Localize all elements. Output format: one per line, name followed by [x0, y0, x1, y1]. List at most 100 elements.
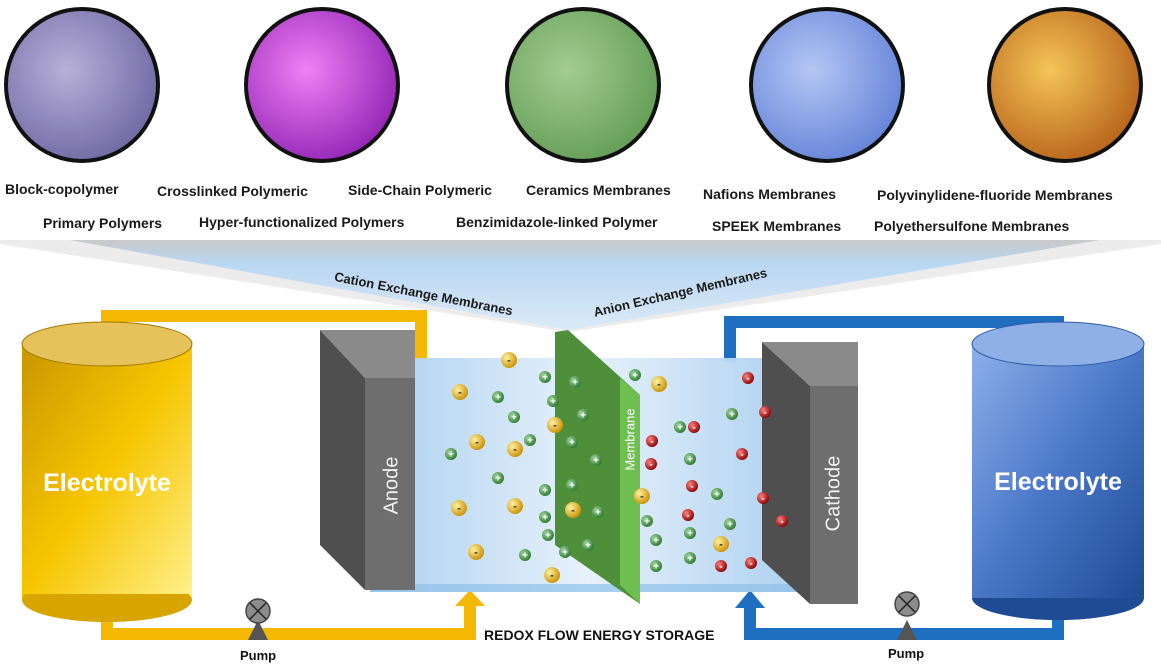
ion-anion-yellow: -	[501, 352, 517, 368]
ion-anion-red-dot	[757, 492, 769, 504]
ion-anion-yellow-dot	[547, 417, 563, 433]
ion-cation-green-dot	[547, 395, 559, 407]
label-pes: Polyethersulfone Membranes	[874, 218, 1070, 234]
label-benzimidazole: Benzimidazole-linked Polymer	[456, 214, 658, 230]
ion-anion-red-dot	[686, 480, 698, 492]
ion-cation-green-dot	[641, 515, 653, 527]
ion-cation-green: +	[539, 371, 551, 384]
label-speek: SPEEK Membranes	[712, 218, 842, 234]
ion-cation-green-dot	[566, 436, 578, 448]
label-pump-left: Pump	[240, 648, 277, 663]
ion-anion-red: -	[688, 421, 700, 434]
ion-cation-green: +	[569, 376, 581, 389]
ion-anion-yellow-sign: -	[513, 501, 517, 513]
ion-cation-green: +	[650, 534, 662, 547]
sample-block-copolymer	[4, 7, 160, 163]
ion-cation-green-dot	[492, 472, 504, 484]
sample-crosslinked	[244, 7, 400, 163]
ion-cation-green-sign: +	[593, 456, 599, 467]
membrane-plate	[555, 330, 640, 604]
ion-cation-green-dot	[724, 518, 736, 530]
ion-anion-red: -	[736, 448, 748, 461]
ion-cation-green: +	[684, 552, 696, 565]
ion-cation-green: +	[726, 408, 738, 421]
ion-anion-red: -	[776, 515, 788, 528]
ion-cation-green-sign: +	[542, 513, 548, 524]
ion-cation-green: +	[445, 448, 457, 461]
ion-cation-green-sign: +	[562, 548, 568, 559]
ion-anion-red-dot	[736, 448, 748, 460]
ion-cation-green: +	[519, 549, 531, 562]
ion-cation-green-dot	[592, 506, 604, 518]
ion-anion-yellow-sign: -	[553, 420, 557, 432]
ion-anion-yellow: -	[651, 376, 667, 392]
ion-cation-green: +	[590, 454, 602, 467]
ion-cation-green: +	[684, 527, 696, 540]
ion-cation-green-dot	[650, 534, 662, 546]
ion-anion-yellow-dot	[651, 376, 667, 392]
ion-cation-green-sign: +	[714, 490, 720, 501]
ion-anion-yellow: -	[547, 417, 563, 433]
ion-cation-green-sign: +	[687, 455, 693, 466]
ion-anion-red-dot	[682, 509, 694, 521]
ion-cation-green: +	[641, 515, 653, 528]
ion-cation-green-dot	[684, 552, 696, 564]
ion-anion-red-dot	[742, 372, 754, 384]
ion-anion-yellow-dot	[469, 434, 485, 450]
ion-cation-green-sign: +	[653, 536, 659, 547]
ion-cation-green: +	[582, 539, 594, 552]
ion-anion-red: -	[759, 406, 771, 419]
tank-left	[21, 321, 193, 622]
ion-cation-green-sign: +	[632, 371, 638, 382]
ion-cation-green: +	[592, 506, 604, 519]
ion-cation-green-sign: +	[545, 531, 551, 542]
ion-anion-yellow-sign: -	[513, 444, 517, 456]
ion-cation-green-dot	[539, 371, 551, 383]
ion-anion-red: -	[686, 480, 698, 493]
anode-block	[320, 330, 415, 590]
ion-anion-red-dot	[646, 435, 658, 447]
ion-anion-yellow: -	[507, 441, 523, 457]
ion-cation-green-sign: +	[585, 541, 591, 552]
sample-nafion	[749, 7, 905, 163]
ion-cation-green-sign: +	[595, 508, 601, 519]
ion-cation-green-sign: +	[550, 397, 556, 408]
ion-cation-green-sign: +	[569, 438, 575, 449]
ion-anion-red-sign: -	[719, 562, 722, 573]
ion-cation-green-dot	[519, 549, 531, 561]
label-membrane: Membrane	[622, 408, 638, 471]
ion-anion-yellow-dot	[451, 500, 467, 516]
ion-anion-red: -	[682, 509, 694, 522]
ion-anion-red-sign: -	[686, 511, 689, 522]
label-pump-right: Pump	[888, 646, 925, 661]
ion-cation-green-sign: +	[495, 474, 501, 485]
ion-cation-green-dot	[539, 511, 551, 523]
ion-anion-yellow-sign: -	[657, 379, 661, 391]
ion-cation-green-dot	[524, 434, 536, 446]
ion-anion-red-sign: -	[761, 494, 764, 505]
ion-anion-yellow-dot	[501, 352, 517, 368]
ion-anion-red-sign: -	[749, 559, 752, 570]
ion-cation-green-dot	[650, 560, 662, 572]
ion-anion-yellow-dot	[507, 498, 523, 514]
ion-anion-yellow-dot	[452, 384, 468, 400]
ion-cation-green-sign: +	[677, 423, 683, 434]
ion-anion-yellow: -	[544, 567, 560, 583]
ion-cation-green-dot	[508, 411, 520, 423]
ion-anion-yellow-dot	[544, 567, 560, 583]
ion-anion-red: -	[742, 372, 754, 385]
label-primary-polymers: Primary Polymers	[43, 215, 163, 231]
ion-cation-green: +	[492, 472, 504, 485]
sample-ceramics	[505, 7, 661, 163]
ion-cation-green-sign: +	[644, 517, 650, 528]
ion-anion-yellow-dot	[634, 488, 650, 504]
ion-cation-green-sign: +	[729, 410, 735, 421]
ion-anion-red-dot	[776, 515, 788, 527]
ion-anion-red: -	[715, 560, 727, 573]
ion-anion-yellow: -	[452, 384, 468, 400]
ion-cation-green-sign: +	[495, 393, 501, 404]
ion-cation-green-dot	[674, 421, 686, 433]
ions-layer: -------------+++++++++++++++++++++++++++…	[445, 352, 788, 583]
ion-cation-green-sign: +	[448, 450, 454, 461]
